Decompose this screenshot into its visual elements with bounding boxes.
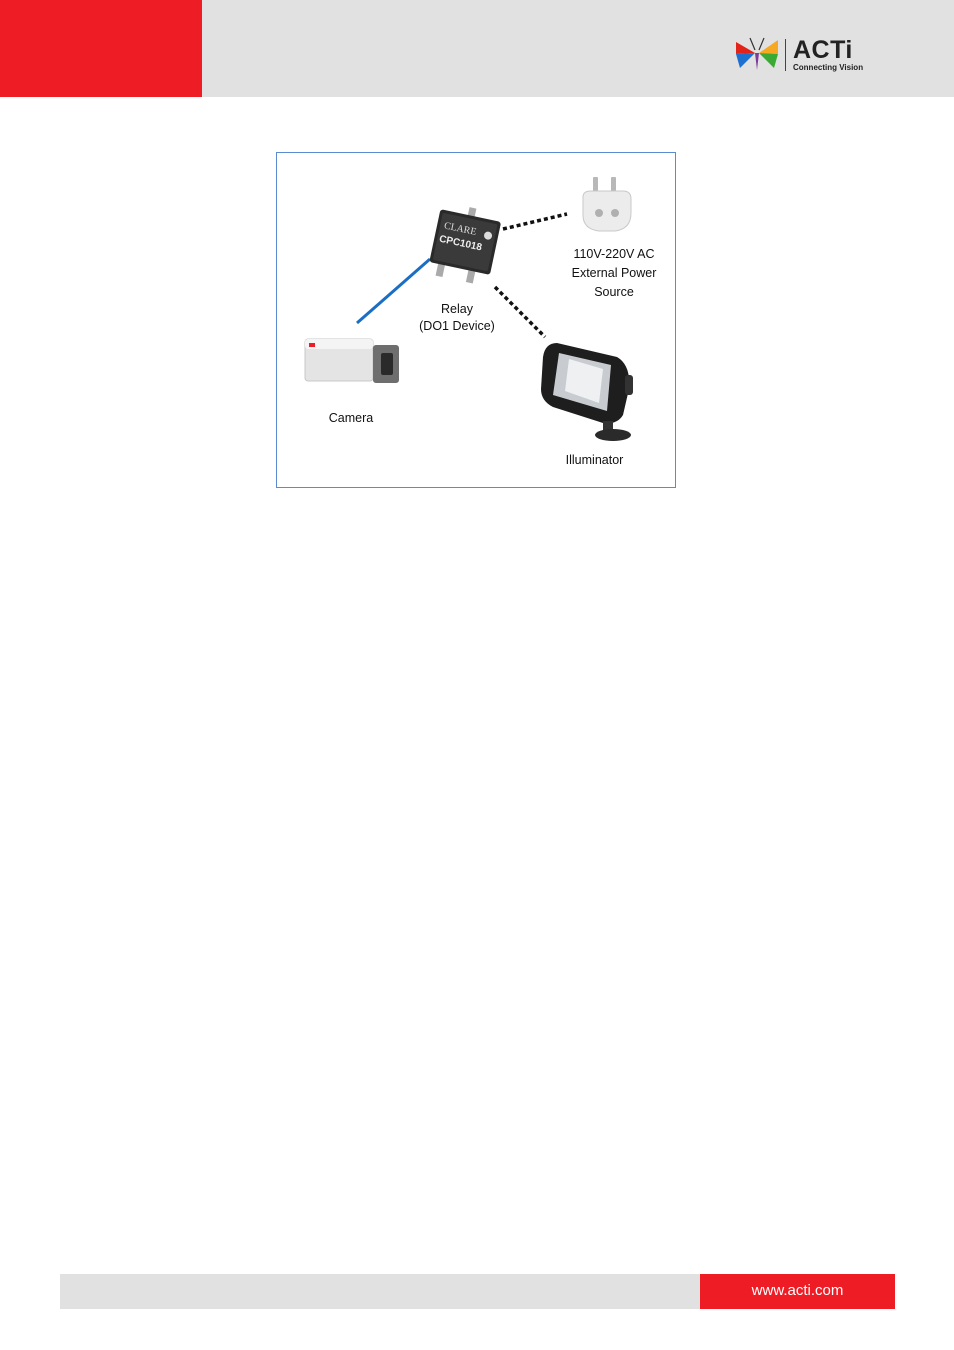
relay-caption-line1: Relay [441, 302, 473, 316]
header-red-block [0, 0, 202, 97]
acti-butterfly-icon [736, 37, 778, 70]
camera-relay-link [356, 257, 431, 325]
power-plug-image [582, 177, 632, 232]
relay-illuminator-link [493, 285, 547, 339]
power-caption-line3: Source [594, 285, 634, 299]
illuminator-caption: Illuminator [565, 453, 624, 467]
logo-brand-text: ACTi [793, 36, 853, 64]
footer-red-block [700, 1274, 895, 1309]
relay-diagram-canvas: CLARE CPC1018 [304, 177, 633, 441]
relay-caption: Relay (DO1 Device) [397, 301, 517, 335]
relay-chip-image: CLARE CPC1018 [429, 207, 501, 284]
relay-diagram-figure: CLARE CPC1018 Rela [276, 152, 676, 488]
relay-power-link [502, 212, 568, 231]
footer-url-link[interactable]: www.acti.com [751, 1282, 844, 1299]
power-caption-line1: 110V-220V AC [573, 247, 655, 261]
acti-logo: ACTi Connecting Vision [734, 36, 874, 76]
logo-tagline: Connecting Vision [793, 63, 864, 72]
relay-caption-line2: (DO1 Device) [419, 319, 495, 333]
camera-caption: Camera [328, 411, 374, 425]
illuminator-image [541, 343, 633, 441]
camera-image [304, 338, 399, 383]
logo-divider [785, 39, 786, 71]
power-source-caption: 110V-220V AC External Power Source [549, 245, 679, 302]
power-caption-line2: External Power [571, 266, 657, 280]
